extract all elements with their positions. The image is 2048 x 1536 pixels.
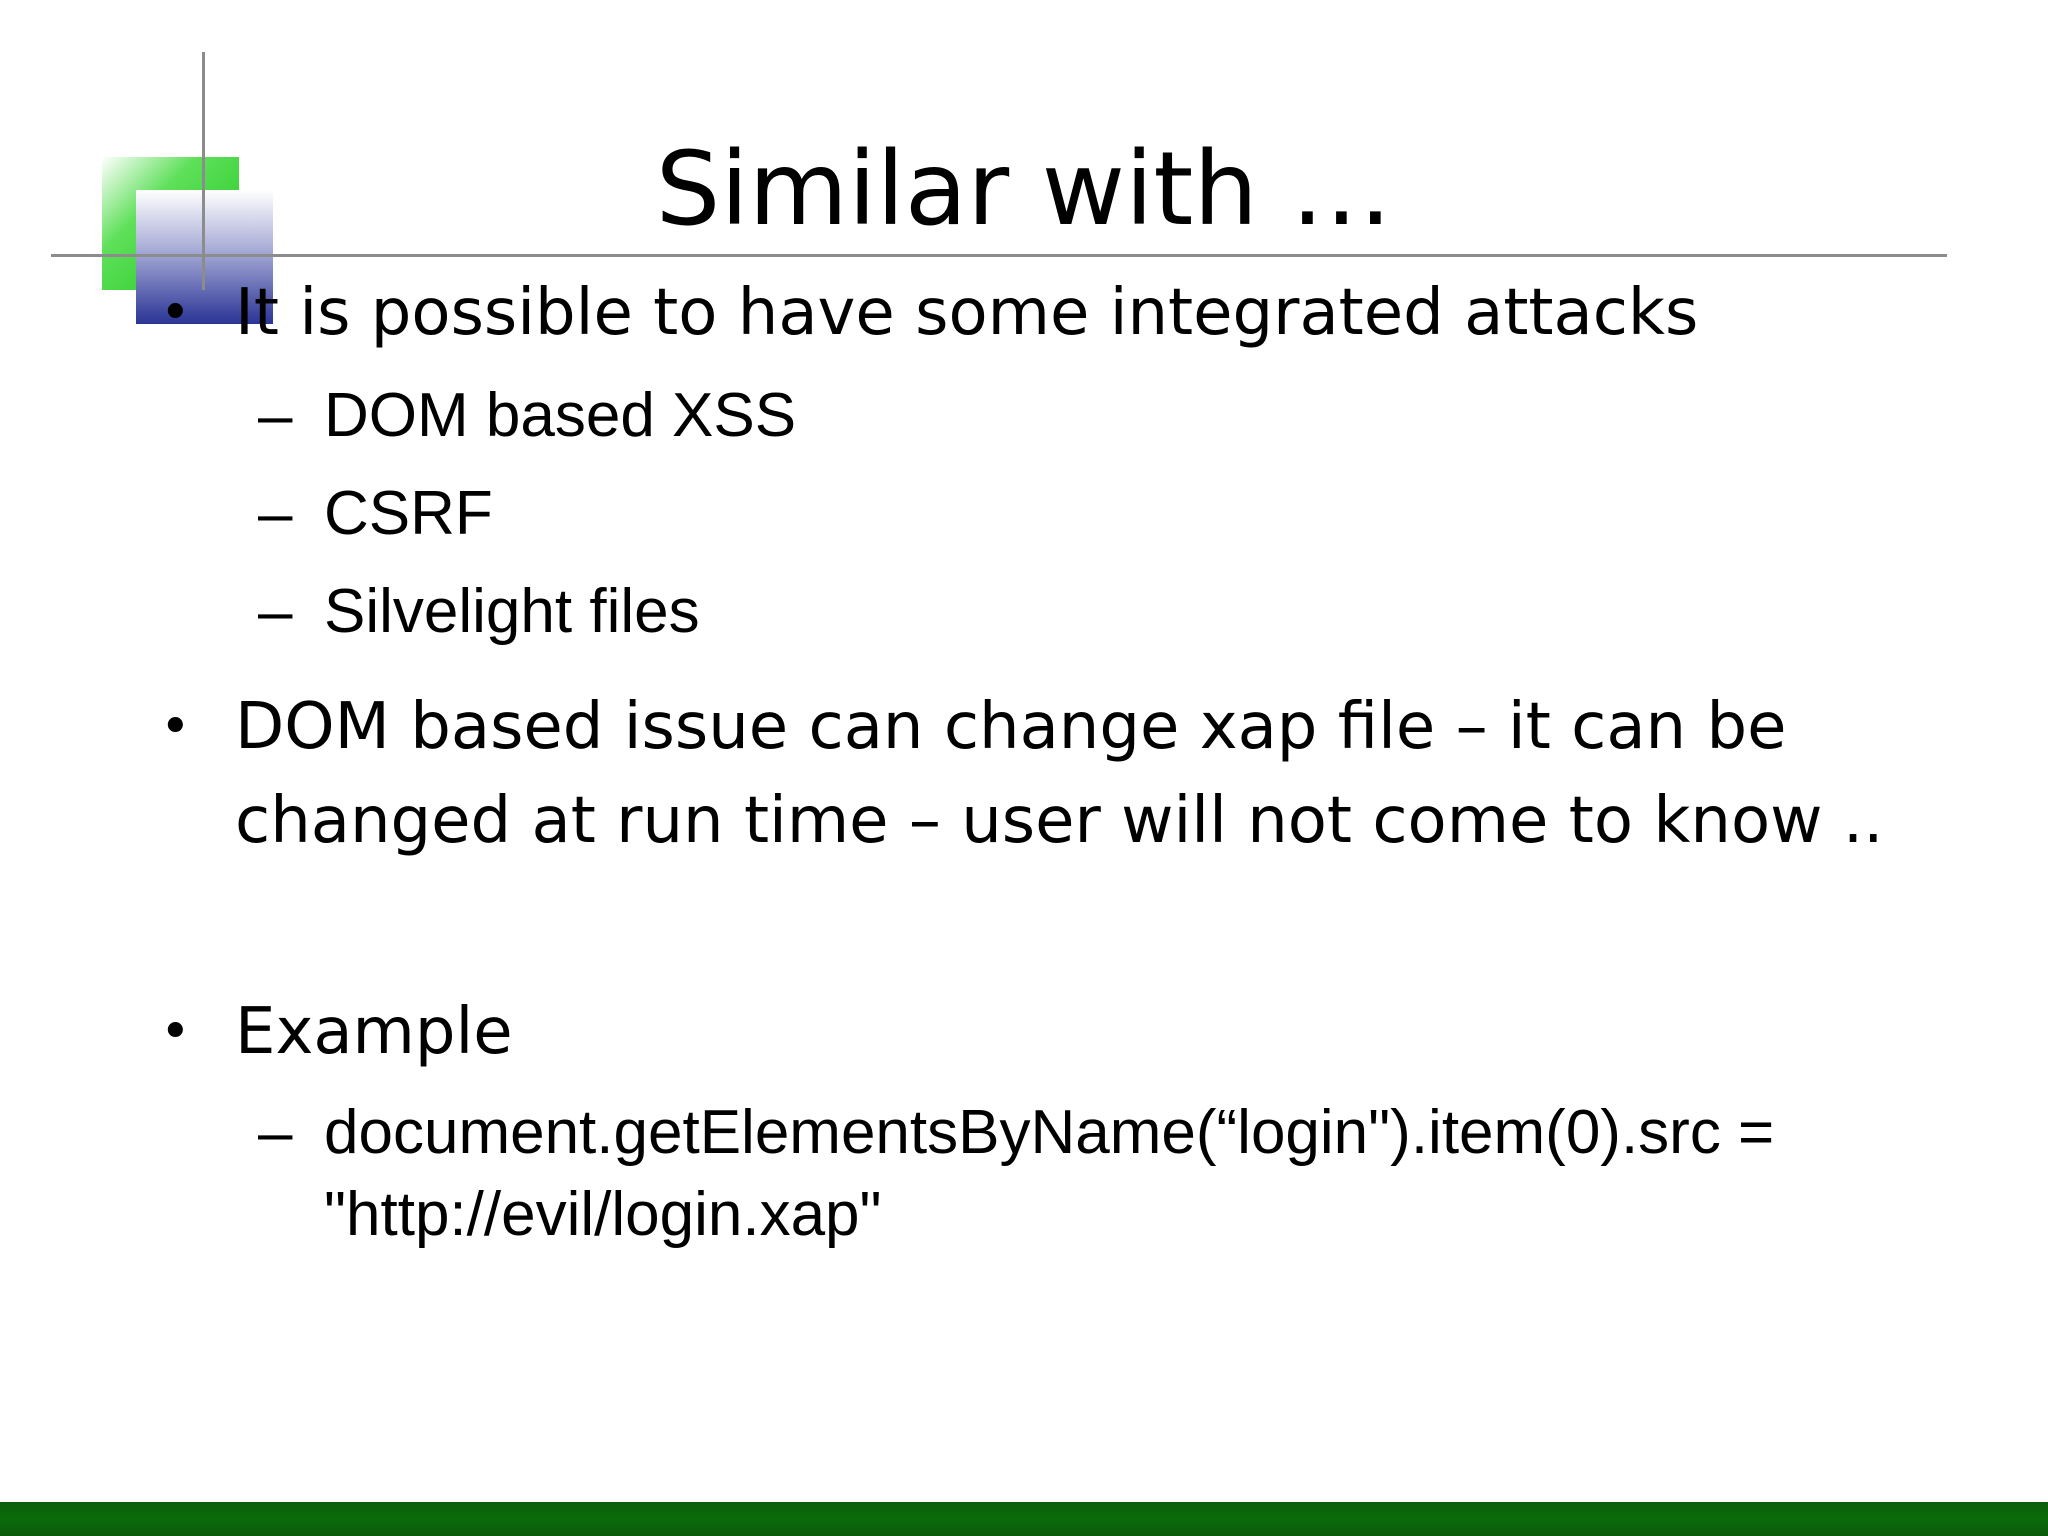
dash-icon: – xyxy=(258,381,293,450)
slide-title: Similar with … xyxy=(655,130,1393,249)
vertical-rule xyxy=(202,52,205,290)
sub-bullet-item: – document.getElementsByName(“login").it… xyxy=(258,1092,1898,1256)
footer-bar xyxy=(0,1502,2048,1536)
dash-icon: – xyxy=(258,479,293,548)
bullet-icon: • xyxy=(160,697,191,757)
sub-bullet-text: CSRF xyxy=(324,479,493,548)
sub-bullet-item: – CSRF xyxy=(258,473,1898,555)
bullet-item: • DOM based issue can change xap file – … xyxy=(160,680,1900,868)
bullet-text: It is possible to have some integrated a… xyxy=(235,276,1699,350)
bullet-icon: • xyxy=(160,1002,191,1062)
sub-bullet-text: DOM based XSS xyxy=(324,381,797,450)
dash-icon: – xyxy=(258,1098,293,1167)
sub-bullet-text: document.getElementsByName(“login").item… xyxy=(324,1098,1775,1249)
bullet-text: DOM based issue can change xap file – it… xyxy=(235,690,1884,858)
bullet-item: • It is possible to have some integrated… xyxy=(160,266,1900,360)
sub-bullet-item: – DOM based XSS xyxy=(258,375,1898,457)
sub-bullet-text: Silvelight files xyxy=(324,577,700,646)
bullet-text: Example xyxy=(235,995,513,1069)
bullet-item: • Example xyxy=(160,985,1900,1079)
dash-icon: – xyxy=(258,577,293,646)
horizontal-rule xyxy=(51,254,1947,257)
bullet-icon: • xyxy=(160,283,191,343)
sub-bullet-item: – Silvelight files xyxy=(258,571,1898,653)
